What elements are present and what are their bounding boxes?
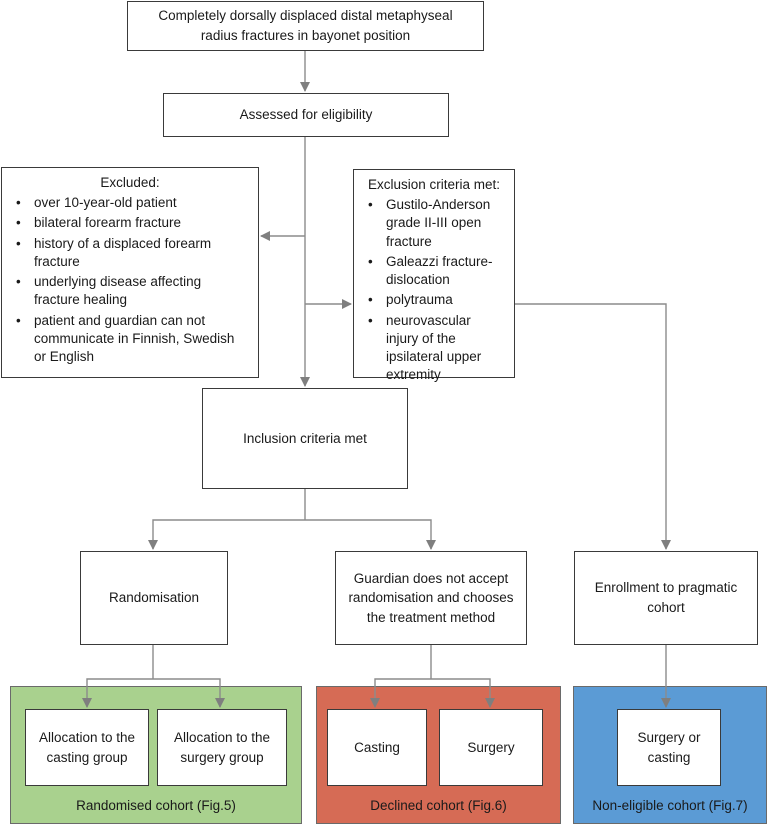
excluded-item: history of a displaced forearm fracture (12, 235, 248, 271)
guardian-choice-box: Guardian does not accept randomisation a… (335, 551, 527, 645)
excluded-item: over 10-year-old patient (12, 194, 248, 212)
arrow-to-declined-surgery (431, 678, 495, 708)
exclusion-criteria-title: Exclusion criteria met: (367, 177, 501, 192)
exclusion-criteria-item: Gustilo-Anderson grade II-III open fract… (364, 196, 504, 251)
arrow-to-randomisation (148, 519, 305, 550)
exclusion-criteria-item: neurovascular injury of the ipsilateral … (364, 312, 504, 385)
exclusion-criteria-item: Galeazzi fracture-dislocation (364, 253, 504, 289)
declined-casting-label: Casting (354, 739, 400, 755)
arrow-to-allocation-casting (82, 678, 153, 708)
excluded-list: over 10-year-old patient bilateral forear… (12, 194, 248, 366)
allocation-casting-box: Allocation to the casting group (25, 709, 149, 786)
allocation-casting-label: Allocation to the casting group (38, 729, 136, 765)
exclusion-criteria-list: Gustilo-Anderson grade II-III open fract… (364, 196, 504, 384)
randomisation-box: Randomisation (80, 551, 228, 645)
declined-cohort-label: Declined cohort (Fig.6) (370, 798, 507, 813)
arrow-to-guardian (305, 519, 436, 550)
population-box: Completely dorsally displaced distal met… (127, 1, 484, 51)
excluded-item: bilateral forearm fracture (12, 214, 248, 232)
arrow-to-allocation-surgery (153, 678, 225, 708)
declined-casting-box: Casting (327, 709, 427, 786)
exclusion-criteria-item: polytrauma (364, 291, 504, 309)
declined-surgery-box: Surgery (439, 709, 543, 786)
population-line-1: Completely dorsally displaced distal met… (158, 8, 453, 24)
randomisation-label: Randomisation (108, 590, 200, 606)
excluded-box: Excluded: over 10-year-old patient bilate… (1, 167, 259, 378)
inclusion-box: Inclusion criteria met (202, 388, 408, 489)
population-line-2: radius fractures in bayonet position (200, 28, 411, 43)
exclusion-criteria-box: Exclusion criteria met: Gustilo-Anderson… (353, 169, 515, 382)
arrow-to-declined-casting (370, 678, 431, 708)
excluded-item: patient and guardian can not communicate… (12, 312, 248, 367)
guardian-choice-label: Guardian does not accept randomisation a… (348, 570, 514, 625)
eligibility-label: Assessed for eligibility (239, 107, 373, 123)
pragmatic-cohort-box: Enrollment to pragmatic cohort (574, 551, 758, 645)
non-eligible-cohort-label: Non-eligible cohort (Fig.7) (592, 798, 748, 813)
pragmatic-cohort-label: Enrollment to pragmatic cohort (594, 580, 738, 615)
allocation-surgery-box: Allocation to the surgery group (157, 709, 287, 786)
inclusion-label: Inclusion criteria met (243, 430, 367, 446)
non-eligible-treatment-box: Surgery or casting (617, 709, 721, 786)
allocation-surgery-label: Allocation to the surgery group (173, 729, 271, 765)
excluded-item: underlying disease affecting fracture he… (12, 273, 248, 309)
non-eligible-treatment-label: Surgery or casting (637, 729, 701, 765)
arrow-to-pragmatic (515, 303, 671, 550)
eligibility-box: Assessed for eligibility (163, 93, 449, 137)
randomised-cohort-label: Randomised cohort (Fig.5) (76, 798, 236, 813)
declined-surgery-label: Surgery (467, 739, 515, 755)
excluded-title: Excluded: (100, 175, 160, 190)
